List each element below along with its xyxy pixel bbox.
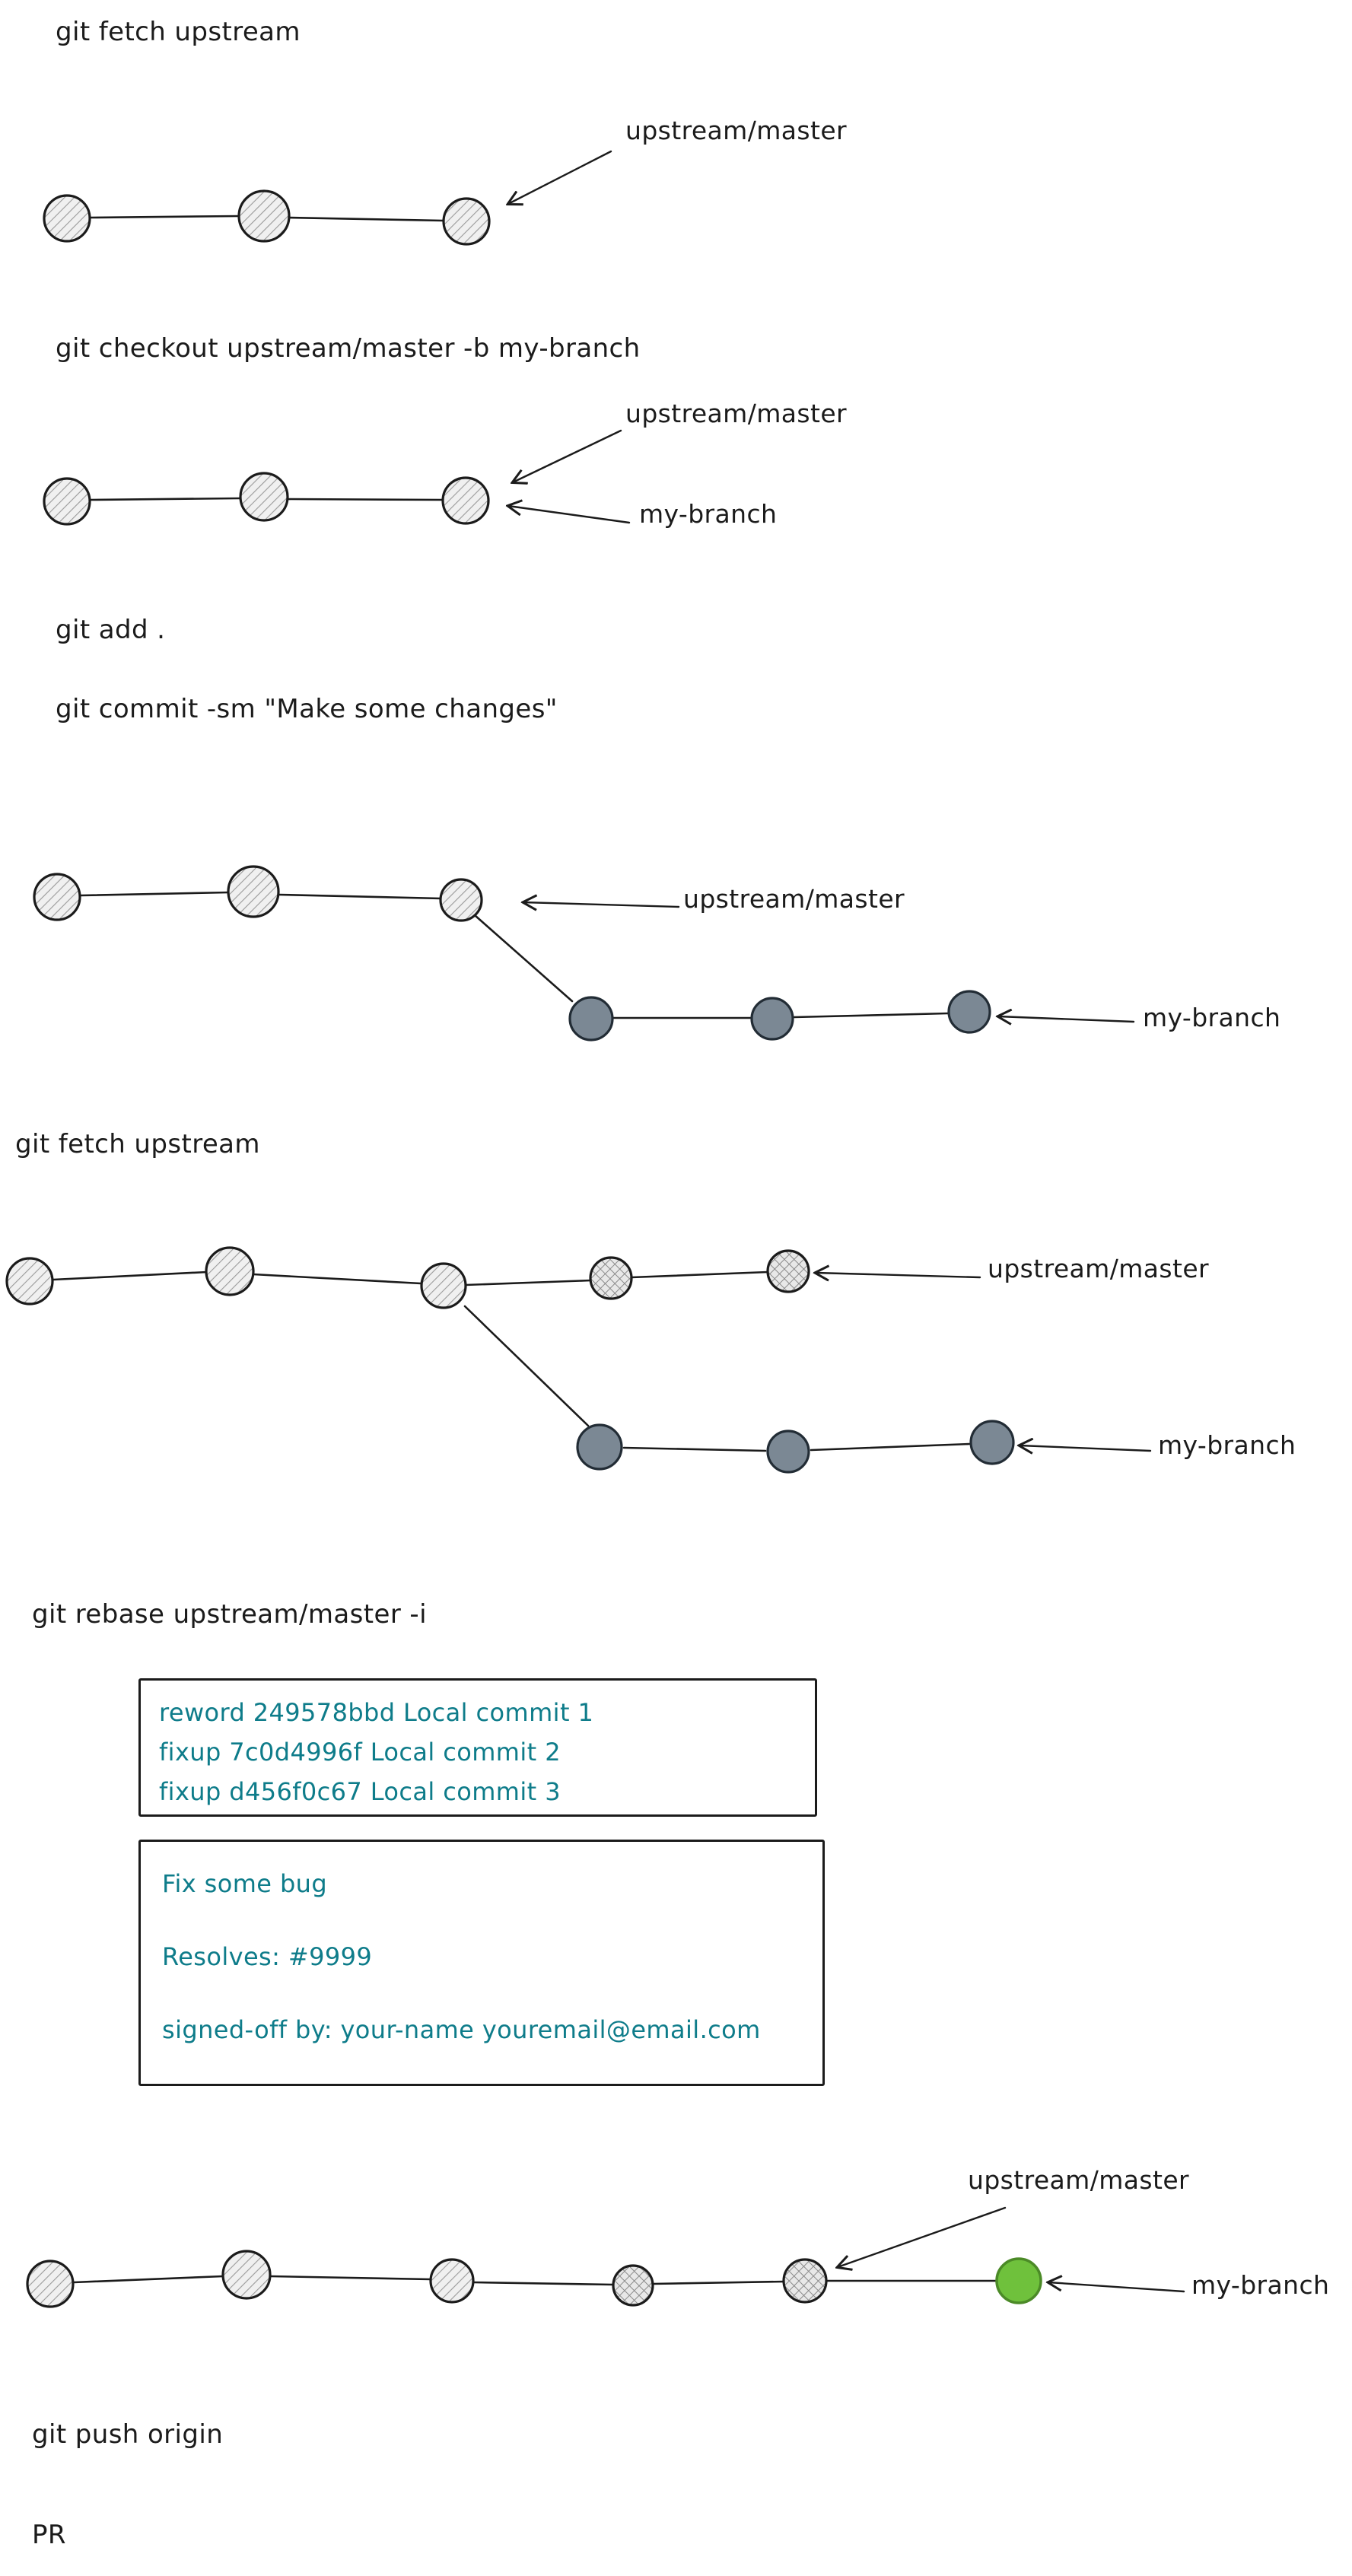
edge	[88, 215, 240, 219]
commit-message-line: Resolves: #9999	[162, 1942, 373, 1971]
diagram-checkout	[43, 429, 631, 526]
diagram-diverged	[5, 1246, 1152, 1474]
commit-node	[429, 2258, 475, 2304]
local-commit-node	[947, 990, 991, 1034]
local-commit-node	[576, 1423, 623, 1471]
rebase-todo-box: reword 249578bbd Local commit 1 fixup 7c…	[138, 1678, 817, 1817]
commit-node	[33, 873, 81, 921]
my-branch-arrow	[1048, 2282, 1185, 2293]
upstream-master-label: upstream/master	[683, 884, 905, 914]
upstream-master-arrow	[838, 2206, 1007, 2267]
commit-node	[43, 194, 91, 243]
diagram-fetch-1	[43, 150, 612, 246]
edge	[810, 1442, 971, 1452]
upstream-master-label: upstream/master	[625, 116, 847, 145]
local-commit-node	[568, 996, 614, 1042]
rebase-todo-line: fixup d456f0c67 Local commit 3	[159, 1777, 561, 1806]
upstream-master-label: upstream/master	[625, 399, 847, 428]
edge	[622, 1446, 767, 1452]
commit-node	[442, 197, 491, 246]
my-branch-label: my-branch	[1158, 1430, 1296, 1460]
local-commit-node	[766, 1430, 810, 1474]
upstream-master-arrow	[513, 429, 622, 482]
commit-node	[237, 189, 291, 243]
edge	[278, 893, 443, 900]
my-branch-arrow	[998, 1016, 1135, 1022]
upstream-master-label: upstream/master	[988, 1254, 1209, 1283]
edge	[288, 216, 445, 222]
commit-node	[221, 2250, 272, 2300]
rebased-commit-node	[995, 2257, 1042, 2304]
commit-node	[420, 1262, 467, 1309]
edge	[793, 1012, 950, 1019]
cmd-git-fetch-1: git fetch upstream	[56, 17, 301, 47]
upstream-master-arrow	[523, 902, 680, 907]
edge	[287, 498, 444, 501]
diagram-local-commits	[33, 865, 1135, 1042]
commit-node	[441, 476, 490, 525]
edge	[464, 1279, 593, 1286]
edge	[72, 2275, 224, 2284]
my-branch-arrow	[1020, 1445, 1152, 1451]
commit-node	[227, 865, 280, 918]
new-upstream-commit-node	[766, 1249, 810, 1293]
commit-message-line: signed-off by: your-name youremail@email…	[162, 2015, 761, 2044]
cmd-git-add: git add .	[56, 615, 166, 645]
rebase-todo-line: fixup 7c0d4996f Local commit 2	[159, 1738, 561, 1767]
local-commit-node	[750, 997, 794, 1041]
commit-message-box: Fix some bug Resolves: #9999 signed-off …	[138, 1840, 825, 2086]
branch-edge	[473, 914, 574, 1003]
cmd-git-fetch-2: git fetch upstream	[15, 1129, 260, 1159]
cmd-git-push: git push origin	[32, 2419, 224, 2450]
new-upstream-commit-node	[589, 1256, 633, 1300]
edge	[651, 2280, 785, 2285]
commit-node	[26, 2260, 75, 2308]
edge	[79, 891, 231, 897]
commit-node	[439, 878, 483, 922]
cmd-git-rebase: git rebase upstream/master -i	[32, 1599, 427, 1630]
diagram-rebased	[26, 2206, 1185, 2308]
my-branch-label: my-branch	[639, 499, 778, 529]
commit-node	[5, 1257, 54, 1305]
new-upstream-commit-node	[782, 2258, 828, 2304]
upstream-master-arrow	[508, 150, 612, 204]
edge	[472, 2281, 615, 2286]
cmd-git-commit: git commit -sm "Make some changes"	[56, 694, 558, 724]
upstream-master-label: upstream/master	[968, 2165, 1189, 2195]
commit-node	[239, 472, 289, 522]
edge	[269, 2275, 432, 2281]
local-commit-node	[969, 1420, 1015, 1465]
commit-message-line: Fix some bug	[162, 1869, 328, 1898]
edge	[52, 1271, 208, 1281]
commit-node	[205, 1246, 255, 1296]
branch-edge	[463, 1305, 590, 1427]
cmd-pr: PR	[32, 2520, 66, 2550]
new-upstream-commit-node	[612, 2264, 654, 2307]
edge	[252, 1273, 422, 1285]
rebase-todo-line: reword 249578bbd Local commit 1	[159, 1698, 594, 1727]
my-branch-label: my-branch	[1143, 1003, 1281, 1032]
edge	[89, 497, 241, 501]
edge	[630, 1271, 769, 1279]
commit-node	[43, 477, 91, 526]
my-branch-arrow	[508, 506, 631, 524]
upstream-master-arrow	[816, 1273, 981, 1277]
cmd-git-checkout: git checkout upstream/master -b my-branc…	[56, 333, 641, 364]
my-branch-label: my-branch	[1191, 2270, 1330, 2300]
